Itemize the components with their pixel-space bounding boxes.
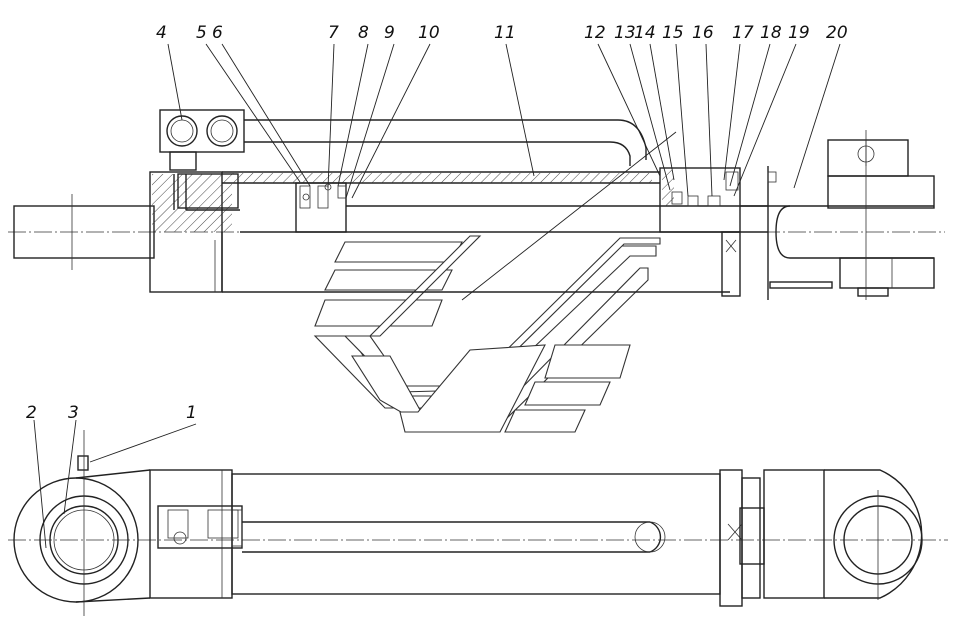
callout-19: 19 — [788, 23, 810, 43]
callout-4: 4 — [156, 23, 167, 43]
callout-labels: 4 5 6 7 8 9 10 11 12 13 14 15 16 17 18 1… — [26, 23, 848, 423]
callout-2: 2 — [26, 403, 37, 423]
callout-13: 13 — [614, 23, 636, 43]
callout-14: 14 — [634, 23, 656, 43]
callout-15: 15 — [662, 23, 684, 43]
callout-17: 17 — [732, 23, 754, 43]
callout-1: 1 — [186, 403, 197, 423]
callout-9: 9 — [384, 23, 395, 43]
callout-16: 16 — [692, 23, 714, 43]
callout-20: 20 — [826, 23, 848, 43]
callout-3: 3 — [68, 403, 79, 423]
callout-18: 18 — [760, 23, 782, 43]
callout-8: 8 — [358, 23, 369, 43]
section-view — [8, 109, 945, 300]
callout-6: 6 — [212, 23, 223, 43]
callout-10: 10 — [418, 23, 440, 43]
leader-lines — [33, 43, 841, 549]
callout-5: 5 — [196, 23, 207, 43]
callout-7: 7 — [328, 23, 339, 43]
callout-11: 11 — [494, 23, 516, 43]
watermark-logo — [313, 235, 661, 433]
plan-view — [8, 430, 948, 616]
callout-12: 12 — [584, 23, 606, 43]
